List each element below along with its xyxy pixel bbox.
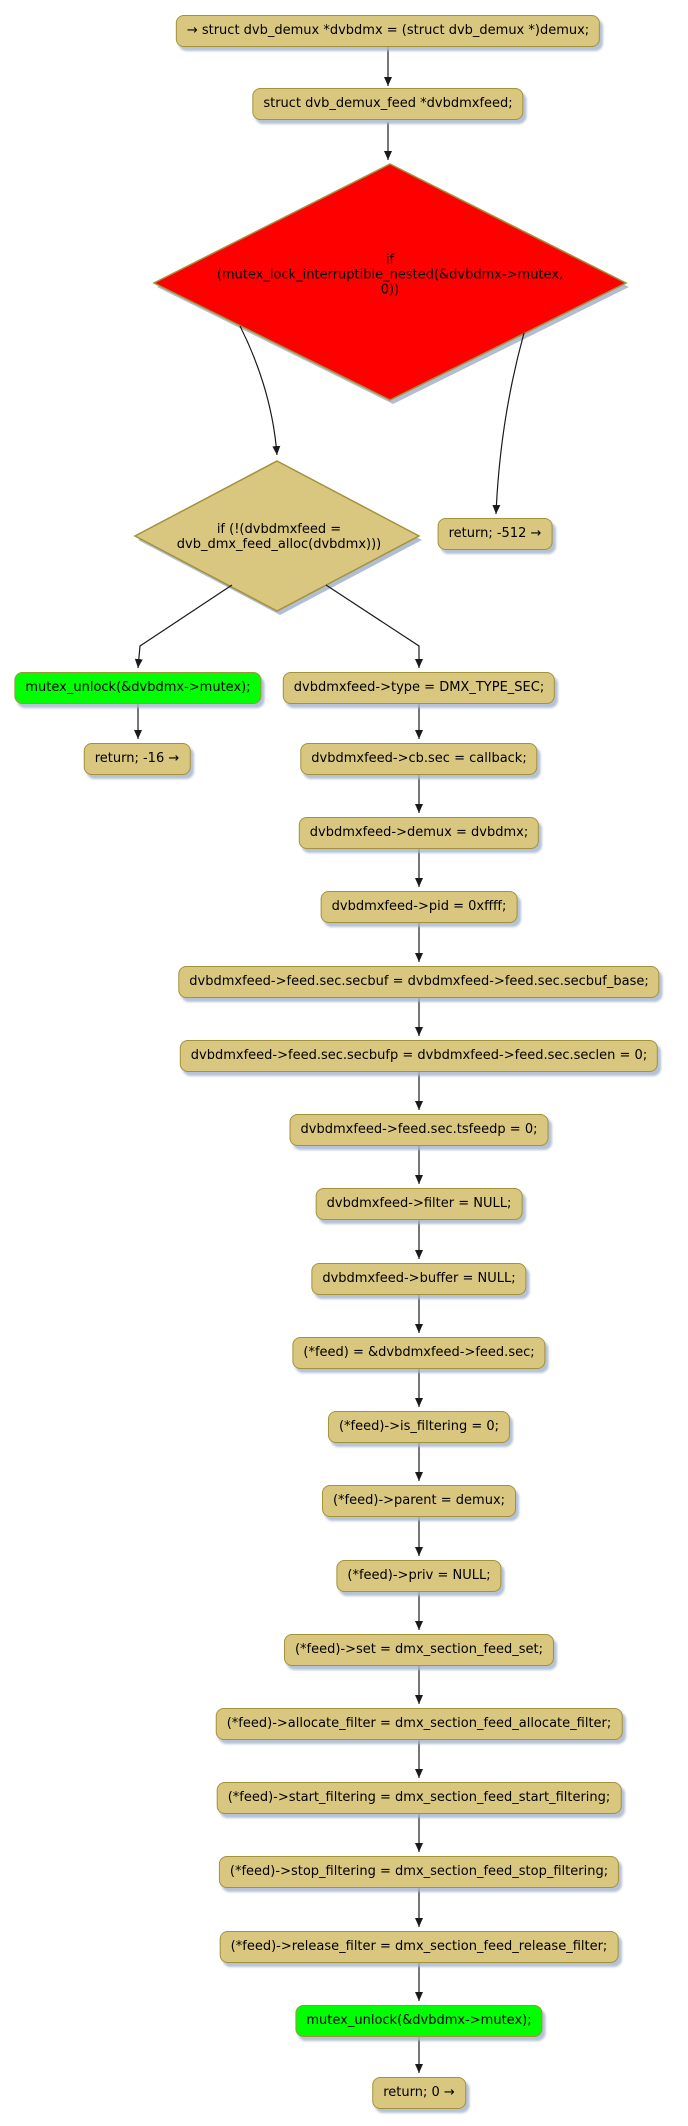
flow-node-mutex-unlock-final: mutex_unlock(&dvbdmx->mutex); bbox=[295, 2005, 543, 2037]
decision-feed-alloc-line-1: if (!(dvbdmxfeed = bbox=[216, 522, 342, 537]
flow-arrows bbox=[134, 47, 525, 2073]
flow-node-entry-assign: → struct dvb_demux *dvbdmx = (struct dvb… bbox=[175, 15, 601, 47]
decision-feed-alloc-label: if (!(dvbdmxfeed = dvb_dmx_feed_alloc(dv… bbox=[177, 522, 382, 552]
flow-node-set-release-filter: (*feed)->release_filter = dmx_section_fe… bbox=[219, 1931, 619, 1963]
flow-node-set-allocate-filter: (*feed)->allocate_filter = dmx_section_f… bbox=[215, 1708, 623, 1740]
flow-node-set-stop-filtering: (*feed)->stop_filtering = dmx_section_fe… bbox=[218, 1856, 620, 1888]
flow-node-set-feed-ptr: (*feed) = &dvbdmxfeed->feed.sec; bbox=[292, 1337, 546, 1369]
flow-node-declare-feed: struct dvb_demux_feed *dvbdmxfeed; bbox=[252, 88, 524, 120]
decision-mutex-lock-line-1: if bbox=[385, 252, 395, 268]
flow-node-set-type: dvbdmxfeed->type = DMX_TYPE_SEC; bbox=[282, 672, 556, 704]
flow-node-set-buffer: dvbdmxfeed->buffer = NULL; bbox=[311, 1263, 527, 1295]
decision-feed-alloc-diamond bbox=[133, 460, 421, 612]
flow-node-set-cb-sec: dvbdmxfeed->cb.sec = callback; bbox=[300, 743, 538, 775]
decision-mutex-lock-line-2: (mutex_lock_interruptible_nested(&dvbdmx… bbox=[216, 267, 564, 283]
decision-mutex-lock-diamond bbox=[152, 163, 628, 401]
decision-mutex-lock-line-3: 0)) bbox=[380, 282, 400, 298]
flow-node-set-filter: dvbdmxfeed->filter = NULL; bbox=[315, 1188, 523, 1220]
flow-node-set-priv: (*feed)->priv = NULL; bbox=[336, 1560, 502, 1592]
decision-mutex-lock-label: if (mutex_lock_interruptible_nested(&dvb… bbox=[217, 253, 563, 298]
flow-node-set-secbuf: dvbdmxfeed->feed.sec.secbuf = dvbdmxfeed… bbox=[178, 966, 660, 998]
flow-node-mutex-unlock-early: mutex_unlock(&dvbdmx->mutex); bbox=[14, 672, 262, 704]
decision-feed-alloc-line-2: dvb_dmx_feed_alloc(dvbdmx))) bbox=[176, 537, 382, 552]
flow-node-return-minus-512: return; -512 → bbox=[437, 518, 553, 550]
flow-node-set-set: (*feed)->set = dmx_section_feed_set; bbox=[283, 1634, 555, 1666]
flow-node-return-minus-16: return; -16 → bbox=[83, 743, 191, 775]
flow-node-set-demux: dvbdmxfeed->demux = dvbdmx; bbox=[298, 817, 540, 849]
flow-node-set-start-filtering: (*feed)->start_filtering = dmx_section_f… bbox=[216, 1782, 622, 1814]
flow-node-set-is-filtering: (*feed)->is_filtering = 0; bbox=[327, 1411, 511, 1443]
flow-node-set-secbufp: dvbdmxfeed->feed.sec.secbufp = dvbdmxfee… bbox=[179, 1040, 659, 1072]
flow-node-set-parent: (*feed)->parent = demux; bbox=[321, 1485, 517, 1517]
flow-node-set-tsfeedp: dvbdmxfeed->feed.sec.tsfeedp = 0; bbox=[289, 1114, 549, 1146]
flow-node-set-pid: dvbdmxfeed->pid = 0xffff; bbox=[320, 891, 518, 923]
flow-node-return-0: return; 0 → bbox=[372, 2077, 466, 2109]
